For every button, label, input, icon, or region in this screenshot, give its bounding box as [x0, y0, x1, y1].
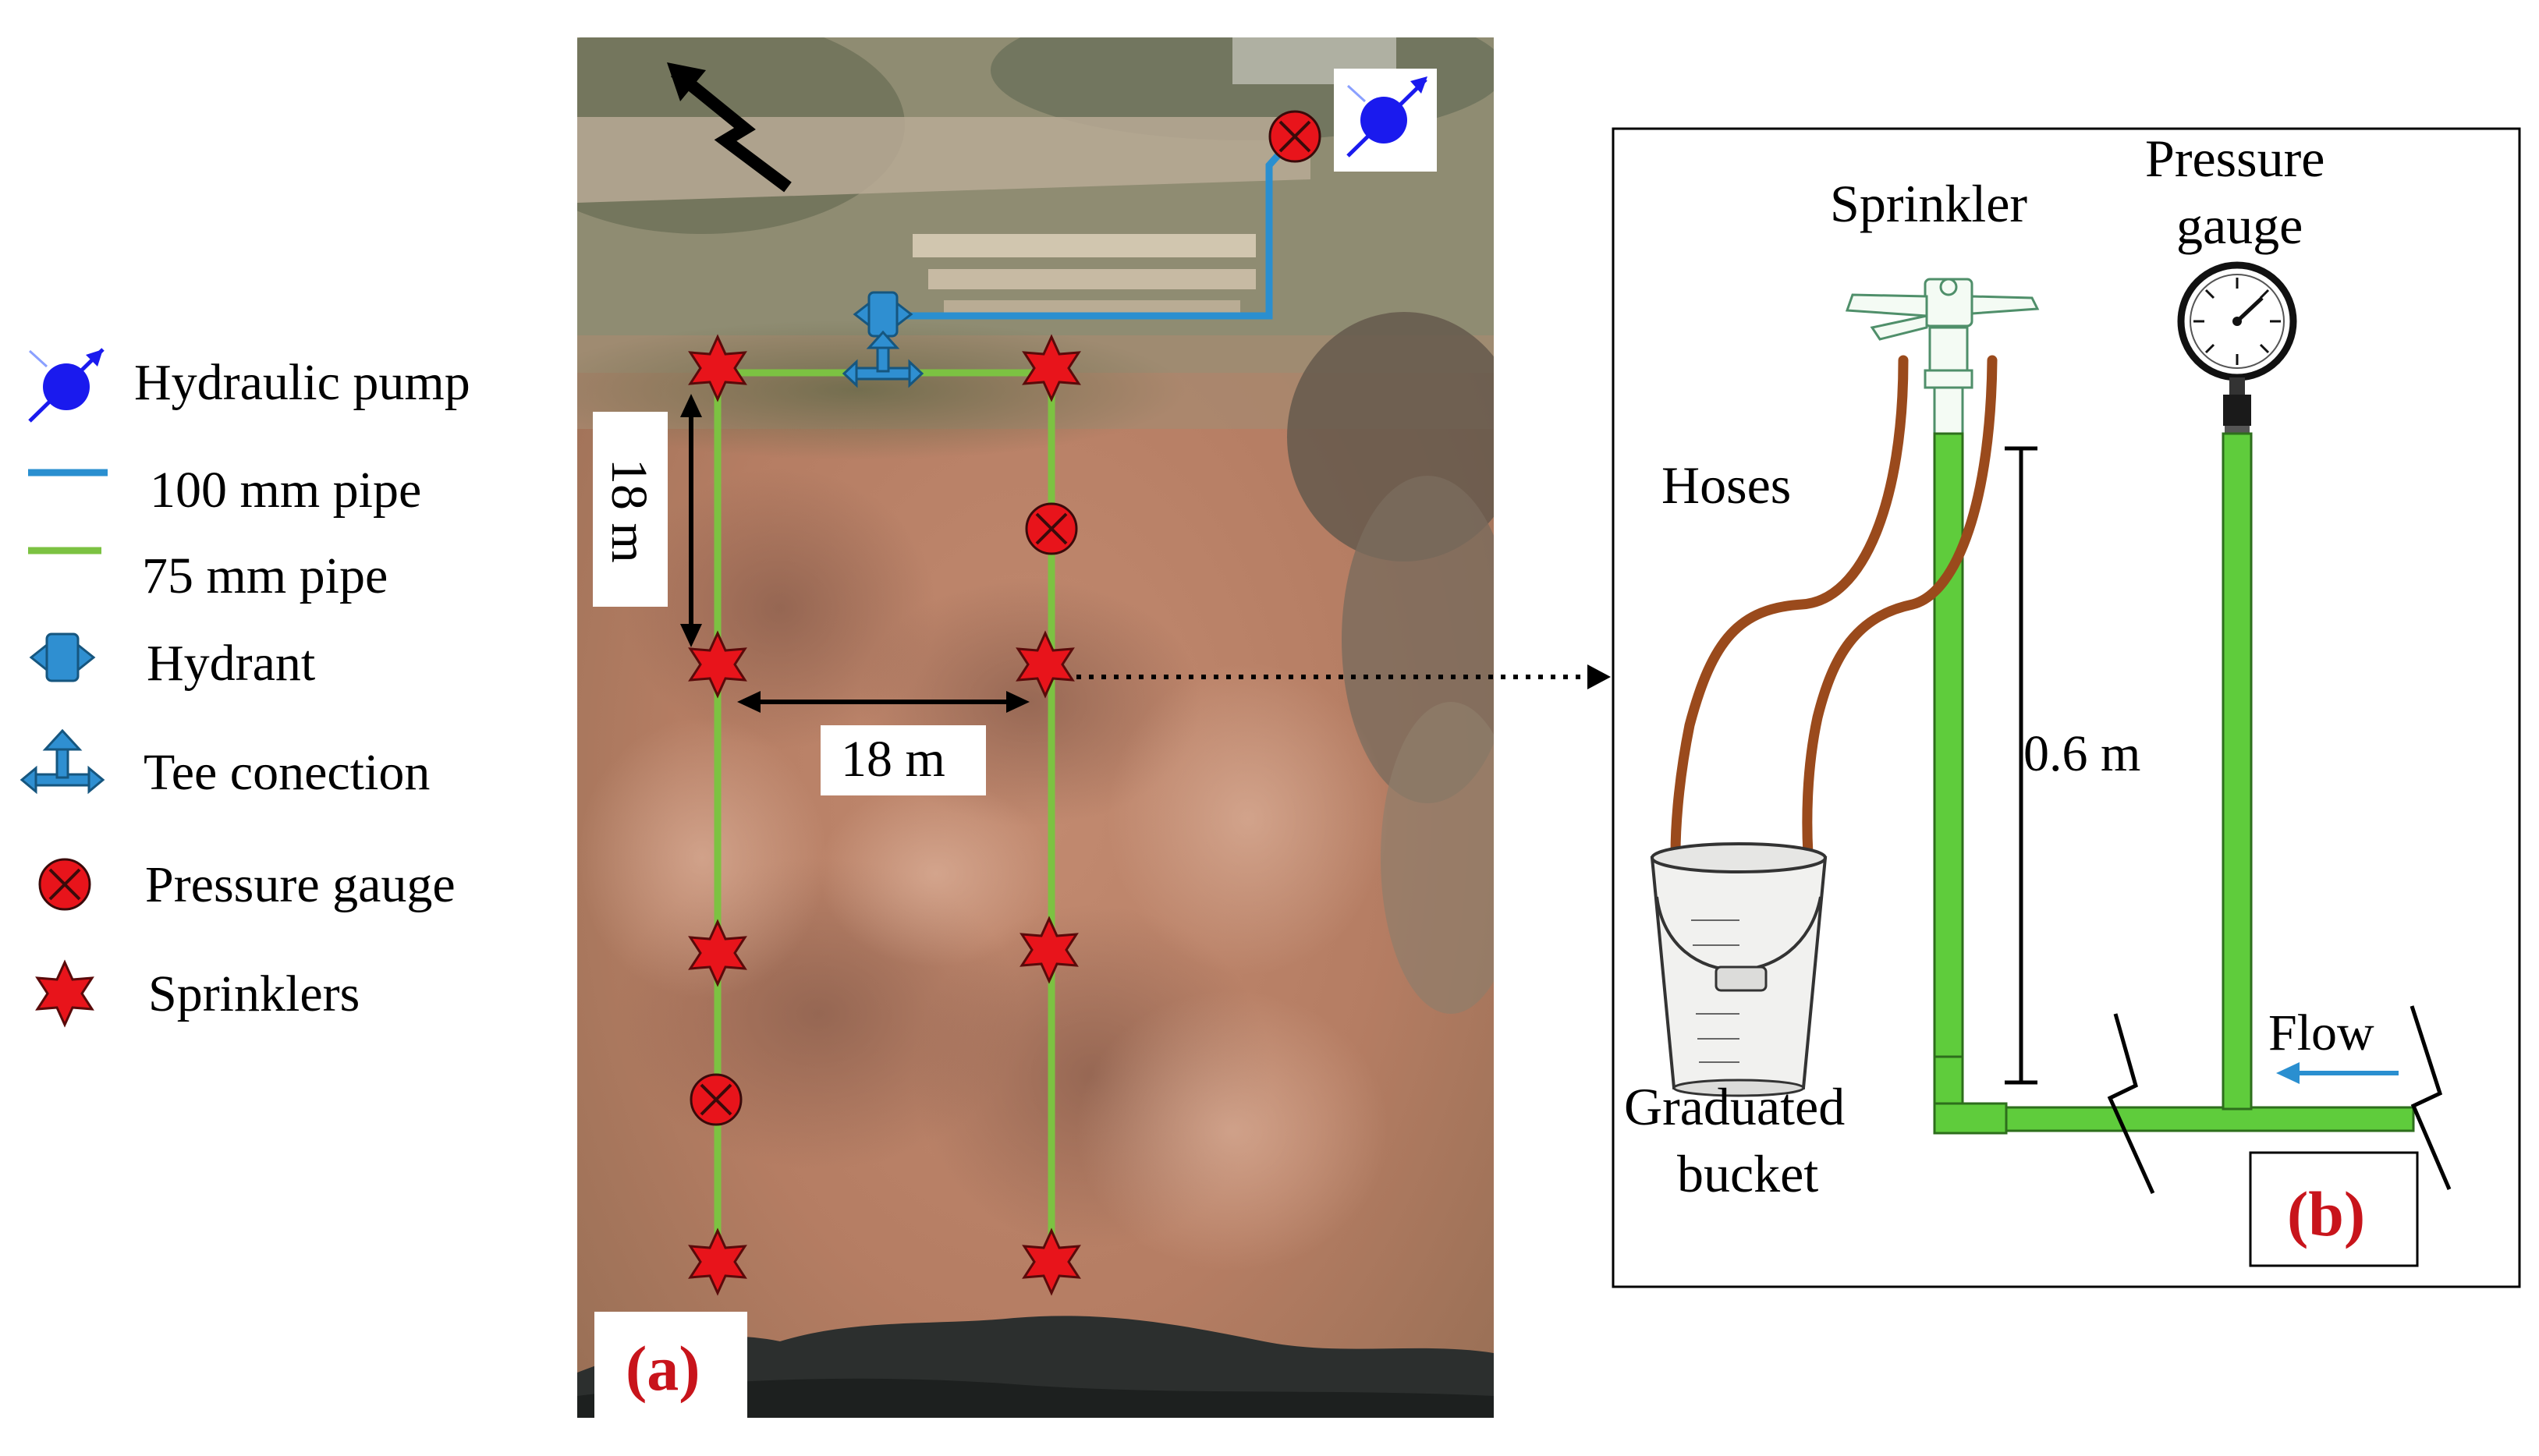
legend-label-hydrant: Hydrant [147, 635, 315, 692]
tee-connection-marker [842, 330, 924, 388]
legend-label-tee: Tee conection [144, 744, 430, 801]
panel-b-tag-box: (b) [2249, 1151, 2419, 1267]
sprinkler-marker [1022, 1228, 1081, 1296]
legend-item-tee: Tee conection [20, 728, 430, 801]
legend-item-gauge: Pressure gauge [38, 856, 456, 913]
bucket-label-line1: Graduated [1624, 1077, 1845, 1136]
gauge-label-line2: gauge [2176, 196, 2303, 255]
pipe-break-marks [2107, 1005, 2452, 1195]
legend-item-sprinkler: Sprinklers [35, 959, 360, 1028]
height-dimension-label: 0.6 m [2023, 725, 2140, 782]
legend-label-sprinkler: Sprinklers [148, 965, 360, 1022]
sprinkler-label: Sprinkler [1830, 174, 2027, 233]
height-dimension: 0.6 m [2005, 446, 2140, 1085]
sprinkler-marker [688, 630, 747, 699]
legend-item-hydrant: Hydrant [29, 632, 315, 692]
sprinkler-marker [688, 1228, 747, 1296]
legend-item-pipe100: 100 mm pipe [28, 462, 421, 519]
panel-b-tag: (b) [2287, 1178, 2365, 1249]
pump-icon [1346, 76, 1427, 158]
graduated-bucket-icon [1650, 842, 1828, 1097]
legend: Hydraulic pump 100 mm pipe 75 mm pipe Hy… [20, 348, 470, 1028]
legend-label-pipe100: 100 mm pipe [150, 462, 421, 519]
panel-a-tag-box: (a) [594, 1312, 747, 1418]
sprinkler-star-icon [35, 959, 94, 1028]
pressure-gauge-marker [690, 1073, 743, 1126]
test-rig-pipes [1933, 432, 2415, 1135]
pressure-gauge-marker-pump [1268, 110, 1321, 163]
legend-item-pump: Hydraulic pump [28, 348, 470, 423]
gauge-dial-icon [2177, 261, 2297, 434]
vertical-dimension: 18 m [593, 394, 702, 647]
panel-b: Sprinkler Pressure gauge Hoses [1612, 127, 2521, 1288]
hoses [1670, 355, 1998, 859]
pump-marker [1334, 69, 1437, 172]
pressure-gauge-marker [1025, 502, 1078, 555]
sprinkler-marker [688, 334, 747, 402]
sprinkler-marker [1016, 630, 1075, 699]
sprinkler-head-icon [1845, 278, 2040, 436]
north-arrow-icon [667, 62, 792, 193]
panel-a-tag: (a) [626, 1333, 700, 1404]
tee-connection-icon [20, 728, 105, 795]
legend-item-pipe75: 75 mm pipe [28, 547, 388, 604]
legend-label-pipe75: 75 mm pipe [142, 547, 388, 604]
gauge-label-line1: Pressure [2145, 129, 2324, 188]
connector-arrow [1076, 664, 1611, 689]
bucket-label-line2: bucket [1677, 1144, 1818, 1203]
sprinkler-marker [1022, 334, 1081, 402]
hydrant-marker [853, 291, 913, 338]
flow-arrow-icon [2276, 1062, 2399, 1084]
horizontal-dimension: 18 m [737, 691, 1030, 795]
pressure-gauge-icon [38, 858, 91, 911]
legend-label-pump: Hydraulic pump [134, 354, 470, 411]
legend-label-gauge: Pressure gauge [145, 856, 456, 913]
flow-label: Flow [2268, 1004, 2374, 1061]
panel-a: 18 m 18 m (a) [577, 37, 1611, 1418]
sprinkler-markers [688, 334, 1081, 1296]
sprinkler-marker [688, 919, 747, 987]
hoses-label: Hoses [1661, 455, 1791, 515]
vertical-dimension-label: 18 m [601, 459, 658, 563]
hydrant-icon [29, 632, 96, 682]
sprinkler-marker [1020, 916, 1079, 984]
horizontal-dimension-label: 18 m [841, 731, 945, 788]
pump-icon [28, 348, 105, 423]
